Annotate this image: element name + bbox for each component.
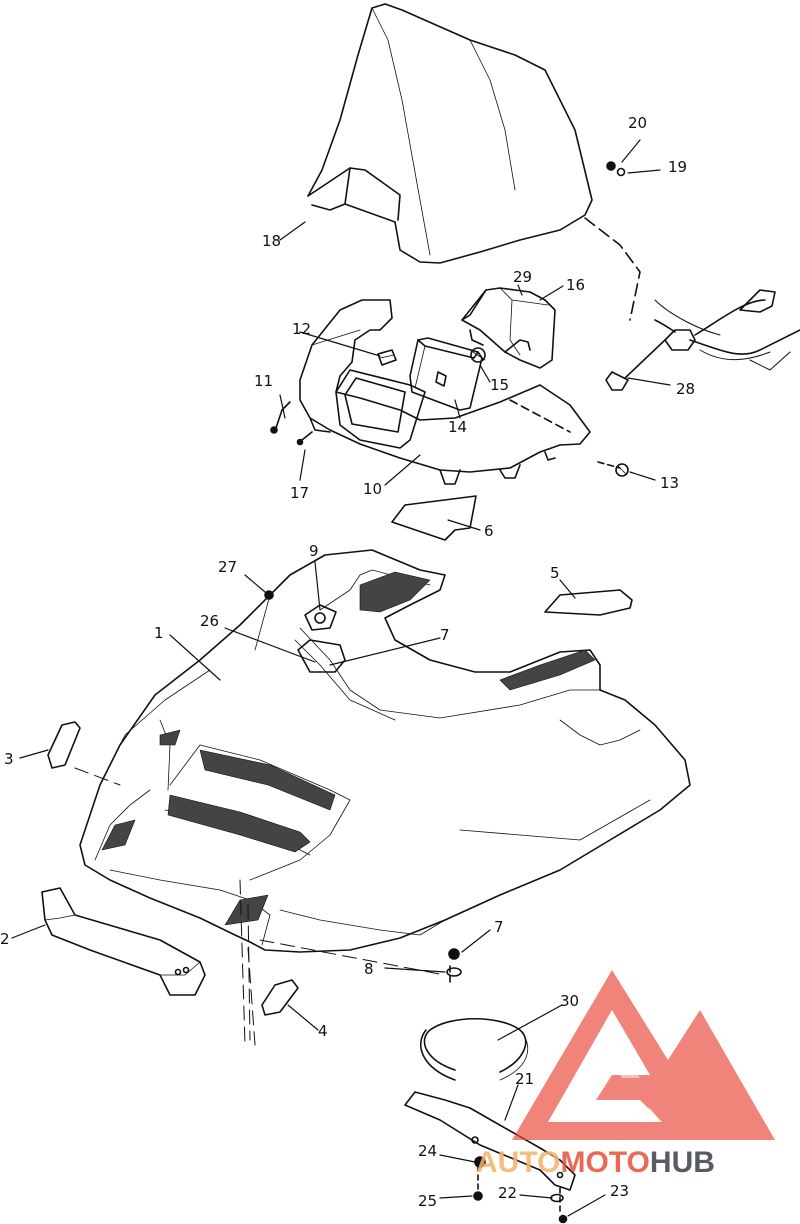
decal-right-part <box>544 589 633 616</box>
leader-lines <box>11 139 671 1217</box>
callout-25: 25 <box>418 1192 437 1210</box>
callout-22: 22 <box>498 1184 517 1202</box>
callout-5: 5 <box>550 564 560 582</box>
callout-29: 29 <box>513 268 532 286</box>
hood-part <box>79 549 691 953</box>
callout-10: 10 <box>363 480 382 498</box>
callout-7a: 7 <box>440 626 450 644</box>
side-lens-part <box>47 721 81 769</box>
callout-30: 30 <box>560 992 579 1010</box>
screws-part <box>270 399 629 477</box>
console-housing-part <box>299 299 591 485</box>
callout-17: 17 <box>290 484 309 502</box>
callout-labels: 1 2 3 4 5 6 7 8 9 10 11 12 13 14 15 16 1… <box>0 114 695 1210</box>
decal-upper-part <box>391 495 477 541</box>
automotohub-logo: AUTOMOTOHUB <box>476 970 775 1179</box>
callout-1: 1 <box>154 624 164 642</box>
alignment-lines <box>74 767 446 1046</box>
windshield-part <box>307 3 593 264</box>
bumper-bracket-part <box>41 887 206 996</box>
callout-28: 28 <box>676 380 695 398</box>
callout-8: 8 <box>364 960 374 978</box>
wiring-harness-part <box>605 289 800 391</box>
logo-auto: AUTO <box>476 1146 560 1179</box>
callout-23: 23 <box>610 1182 629 1200</box>
callout-18: 18 <box>262 232 281 250</box>
callout-9: 9 <box>309 542 319 560</box>
logo-moto: MOTO <box>560 1146 649 1179</box>
logo-triangle <box>512 970 775 1140</box>
callout-13: 13 <box>660 474 679 492</box>
callout-3: 3 <box>4 750 14 768</box>
callout-15: 15 <box>490 376 509 394</box>
retainer-part <box>377 349 397 366</box>
svg-text:AUTOMOTOHUB: AUTOMOTOHUB <box>476 1146 715 1179</box>
callout-6: 6 <box>484 522 494 540</box>
callout-16: 16 <box>566 276 585 294</box>
callout-21: 21 <box>515 1070 534 1088</box>
bulb-part <box>469 347 486 363</box>
callout-14: 14 <box>448 418 467 436</box>
callout-7b: 7 <box>494 918 504 936</box>
headlight-cover-part <box>461 287 556 369</box>
screw-27 <box>264 590 274 600</box>
callout-19: 19 <box>668 158 687 176</box>
logo-hub: HUB <box>650 1146 715 1179</box>
ring-clamp-part <box>420 1017 529 1081</box>
callout-12: 12 <box>292 320 311 338</box>
callout-2: 2 <box>0 930 10 948</box>
windshield-hardware <box>584 161 641 321</box>
lower-bracket-part <box>404 1091 576 1191</box>
lower-lens-part <box>261 979 299 1016</box>
callout-26: 26 <box>200 612 219 630</box>
callout-11: 11 <box>254 372 273 390</box>
callout-27: 27 <box>218 558 237 576</box>
callout-24: 24 <box>418 1142 437 1160</box>
callout-20: 20 <box>628 114 647 132</box>
callout-4: 4 <box>318 1022 328 1040</box>
nut-washer-part <box>446 948 462 986</box>
headlight-part <box>409 337 483 411</box>
